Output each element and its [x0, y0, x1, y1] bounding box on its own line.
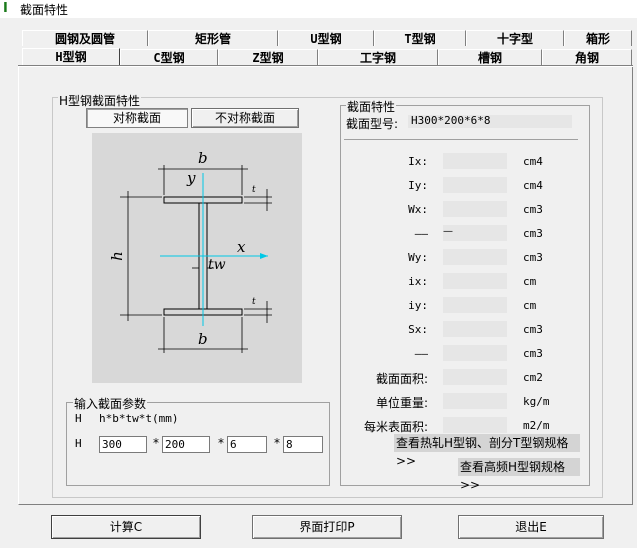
- tab-z-steel[interactable]: Z型钢: [218, 49, 318, 65]
- prop-label: ——: [414, 347, 428, 360]
- section-props-title: 截面特性: [346, 98, 397, 115]
- section-props-group: [340, 105, 590, 486]
- tab-rect-tube[interactable]: 矩形管: [148, 30, 278, 46]
- tab-c-steel[interactable]: C型钢: [120, 49, 218, 65]
- h-section-diagram: b b h y x tw t t: [92, 133, 302, 383]
- print-button[interactable]: 界面打印P: [252, 515, 402, 539]
- tab-t-steel[interactable]: T型钢: [374, 30, 466, 46]
- prop-unit: cm4: [523, 179, 543, 192]
- prop-label: Ix:: [408, 155, 428, 168]
- h-section-group-title: H型钢截面特性: [58, 92, 142, 109]
- prop-value: —: [443, 225, 507, 241]
- prop-label: 每米表面积:: [363, 420, 428, 434]
- prop-label: 单位重量:: [375, 396, 428, 410]
- prop-label: iy:: [408, 299, 428, 312]
- prop-value: [443, 177, 507, 193]
- props-divider: [344, 139, 578, 140]
- prop-unit: cm: [523, 299, 537, 312]
- prop-value: [443, 369, 507, 385]
- prop-unit: cm: [523, 275, 537, 288]
- prop-label: ——: [414, 227, 428, 240]
- prop-unit: cm4: [523, 155, 543, 168]
- hot-rolled-spec-link[interactable]: 查看热轧H型钢、剖分T型钢规格>>: [394, 434, 580, 468]
- axis-x-label: x: [237, 238, 246, 256]
- tab-cross[interactable]: 十字型: [466, 30, 564, 46]
- prop-label: 截面面积:: [375, 372, 428, 386]
- tab-h-steel[interactable]: H型钢: [22, 48, 120, 66]
- model-value: H300*200*6*8: [411, 114, 491, 127]
- tab-panel: [18, 67, 633, 505]
- hint-formula: h*b*tw*t(mm): [99, 412, 179, 425]
- model-label: 截面型号:: [346, 117, 399, 131]
- prop-unit: cm3: [523, 323, 543, 336]
- prop-unit: m2/m: [523, 419, 550, 432]
- dim-b-bottom: b: [198, 330, 208, 348]
- input-b[interactable]: 200: [162, 436, 210, 453]
- title-bar: I 截面特性: [0, 0, 637, 18]
- sep-3: *: [274, 436, 280, 450]
- dim-t-top: t: [252, 185, 256, 195]
- prop-value: [443, 273, 507, 289]
- prop-label: Sx:: [408, 323, 428, 336]
- prop-value: [443, 345, 507, 361]
- prop-unit: cm2: [523, 371, 543, 384]
- tab-u-steel[interactable]: U型钢: [278, 30, 374, 46]
- prop-unit: cm3: [523, 251, 543, 264]
- hint-prefix: H: [75, 412, 82, 425]
- symmetric-section-button[interactable]: 对称截面: [86, 108, 188, 128]
- prop-label: Wx:: [408, 203, 428, 216]
- tab-angle[interactable]: 角钢: [542, 49, 632, 65]
- tab-i-beam[interactable]: 工字钢: [318, 49, 438, 65]
- sep-2: *: [218, 436, 224, 450]
- tab-channel[interactable]: 槽钢: [438, 49, 542, 65]
- prop-value: [443, 297, 507, 313]
- prop-unit: kg/m: [523, 395, 550, 408]
- prop-unit: cm3: [523, 227, 543, 240]
- exit-button[interactable]: 退出E: [458, 515, 604, 539]
- asymmetric-section-button[interactable]: 不对称截面: [191, 108, 299, 128]
- prop-unit: cm3: [523, 203, 543, 216]
- input-h[interactable]: 300: [99, 436, 147, 453]
- prop-value: [443, 153, 507, 169]
- prop-label: ix:: [408, 275, 428, 288]
- input-params-title: 输入截面参数: [73, 395, 148, 412]
- prop-value: [443, 393, 507, 409]
- tab-box[interactable]: 箱形: [564, 30, 632, 46]
- tab-divider-highlight: [18, 66, 633, 67]
- app-icon: I: [3, 1, 8, 16]
- h-section-drawing: [120, 165, 272, 353]
- model-field: H300*200*6*8: [408, 114, 572, 128]
- high-freq-spec-link[interactable]: 查看高频H型钢规格>>: [458, 458, 580, 492]
- prop-label: Wy:: [408, 251, 428, 264]
- row-prefix: H: [75, 437, 82, 450]
- calculate-button[interactable]: 计算C: [51, 515, 201, 539]
- input-params-group: [66, 402, 330, 486]
- window-title: 截面特性: [20, 3, 69, 17]
- axis-y-label: y: [187, 169, 196, 187]
- prop-unit: cm3: [523, 347, 543, 360]
- dim-b-top: b: [198, 149, 208, 167]
- dim-tw: tw: [208, 257, 226, 273]
- sep-1: *: [153, 436, 159, 450]
- content-frame: [52, 97, 603, 498]
- tab-divider: [18, 65, 633, 66]
- prop-value: [443, 321, 507, 337]
- prop-value: [443, 249, 507, 265]
- tab-round-steel[interactable]: 圆钢及圆管: [22, 30, 148, 46]
- prop-value: [443, 417, 507, 433]
- prop-value: [443, 201, 507, 217]
- dim-h: h: [107, 251, 126, 261]
- input-t[interactable]: 8: [283, 436, 323, 453]
- dim-t-bottom: t: [252, 297, 256, 307]
- input-tw[interactable]: 6: [227, 436, 267, 453]
- prop-label: Iy:: [408, 179, 428, 192]
